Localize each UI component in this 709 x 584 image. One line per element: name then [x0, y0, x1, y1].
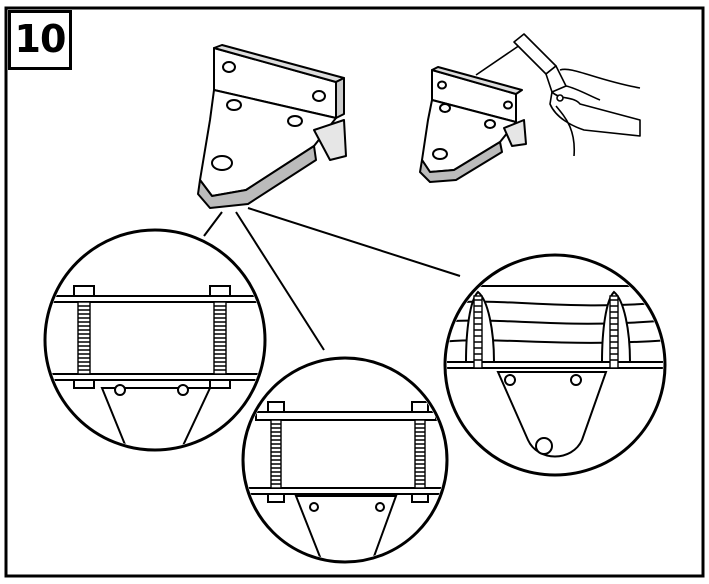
detail-bolts-through-spacer [443, 253, 667, 477]
step-number: 10 [14, 17, 67, 61]
welded-bracket [419, 66, 527, 183]
callout-lines [203, 207, 461, 351]
step-number-box: 10 [8, 10, 72, 70]
outer-border [4, 6, 705, 578]
detail-bolts-on-plate [43, 228, 267, 452]
welding-torch [475, 33, 641, 157]
mounting-bracket [197, 44, 347, 209]
detail-bolts-between-plates [241, 356, 449, 564]
